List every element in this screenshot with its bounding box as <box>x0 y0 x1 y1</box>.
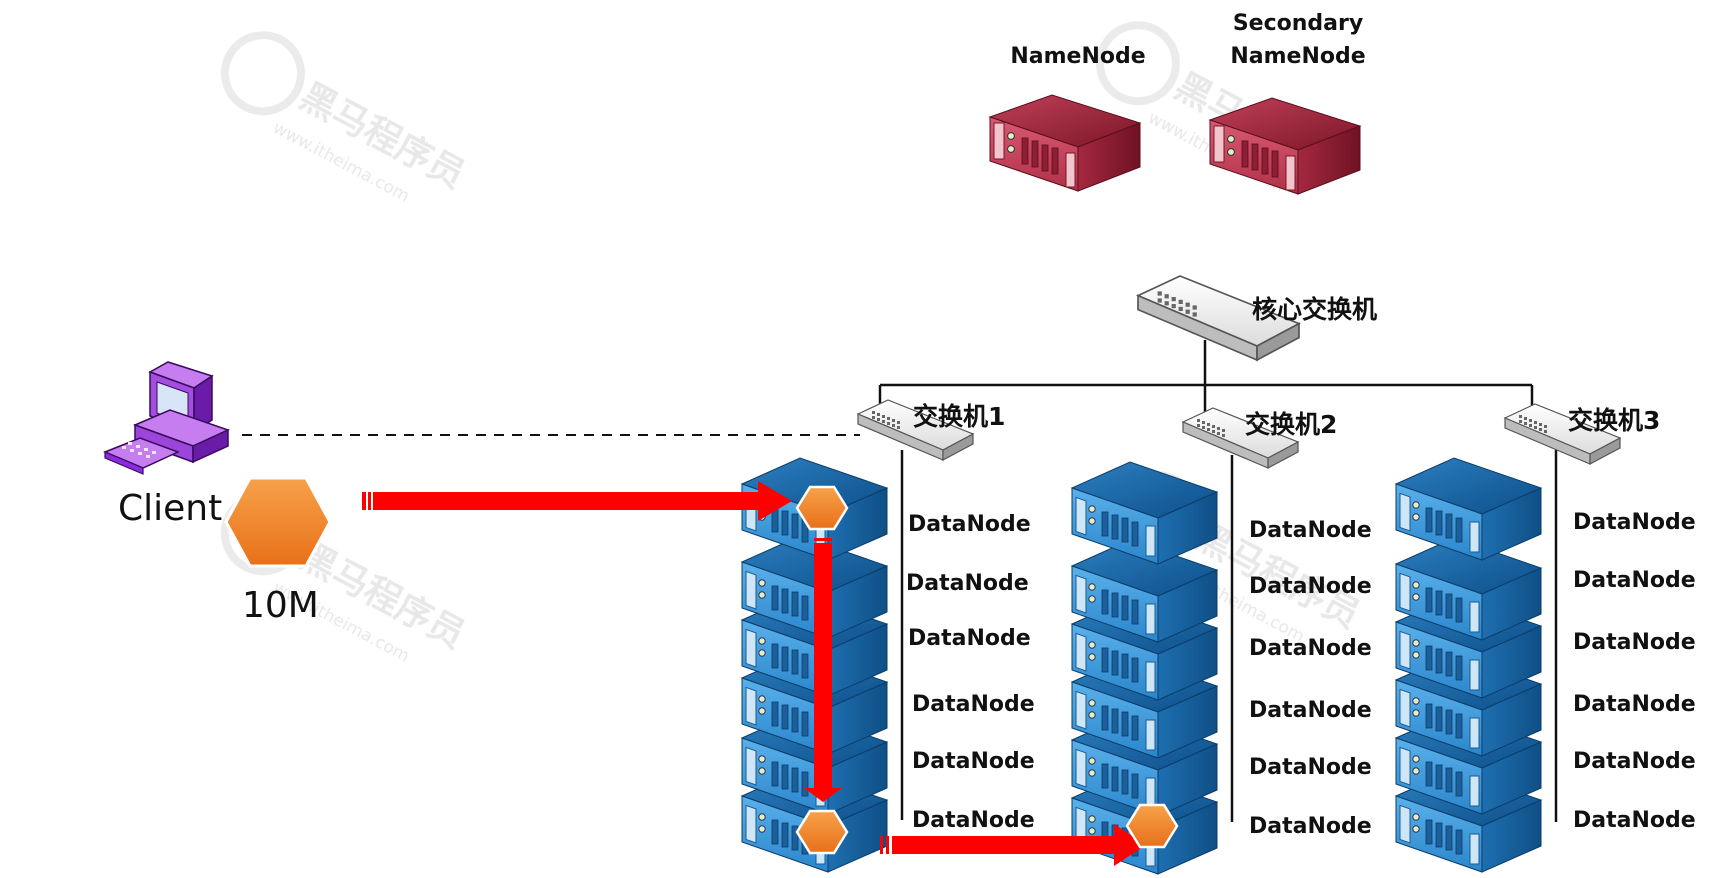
name-node: NameNode <box>989 44 1146 192</box>
datanode-label: DataNode <box>1573 749 1696 774</box>
rack-switch-label: 交换机3 <box>1568 406 1660 435</box>
datanode-label: DataNode <box>1573 568 1696 593</box>
datanode-label: DataNode <box>906 571 1029 596</box>
datanode-label: DataNode <box>908 512 1031 537</box>
datanode-label: DataNode <box>912 749 1035 774</box>
datanode-server-icon <box>1395 457 1542 561</box>
datanode-label: DataNode <box>1573 630 1696 655</box>
datanode-label: DataNode <box>1573 510 1696 535</box>
secondary-name-node-label-line2: NameNode <box>1230 44 1365 69</box>
datanode-label: DataNode <box>1249 518 1372 543</box>
rack-1: 交换机1 DataNode DataNode DataNode DataNode… <box>741 399 1035 873</box>
rack-switch-label: 交换机1 <box>913 402 1005 431</box>
rack-switch-label: 交换机2 <box>1245 410 1337 439</box>
core-switch-label: 核心交换机 <box>1252 295 1377 324</box>
client-computer-icon <box>103 361 231 475</box>
network-links <box>878 340 1558 822</box>
datanode-label: DataNode <box>1249 574 1372 599</box>
client: Client <box>103 361 231 529</box>
pipeline-arrows <box>362 481 1146 866</box>
secondary-name-node-label-line1: Secondary <box>1233 11 1363 36</box>
rack-3: 交换机3 DataNode DataNode DataNode DataNode… <box>1395 403 1696 873</box>
core-switch: 核心交换机 <box>1137 275 1377 361</box>
datanode-label: DataNode <box>1249 814 1372 839</box>
datanode-label: DataNode <box>908 626 1031 651</box>
secondary-name-node: Secondary NameNode <box>1209 11 1366 195</box>
arrow-datanode-1-to-datanode-6 <box>804 538 842 802</box>
arrow-rack1-to-rack2 <box>880 824 1146 866</box>
data-block: 10M <box>224 476 332 626</box>
client-label: Client <box>118 488 222 529</box>
datanode-label: DataNode <box>1249 755 1372 780</box>
datanode-label: DataNode <box>912 808 1035 833</box>
arrow-client-to-datanode-1 <box>362 481 792 521</box>
name-node-server-icon <box>989 94 1141 192</box>
data-block-size-label: 10M <box>242 585 319 626</box>
datanode-label: DataNode <box>912 692 1035 717</box>
secondary-name-node-server-icon <box>1209 97 1361 195</box>
name-node-label: NameNode <box>1010 44 1145 69</box>
datanode-label: DataNode <box>1249 698 1372 723</box>
rack-2: 交换机2 DataNode DataNode DataNode DataNode… <box>1071 407 1372 875</box>
datanode-label: DataNode <box>1249 636 1372 661</box>
datanode-label: DataNode <box>1573 692 1696 717</box>
data-block-hexagon-icon <box>224 476 332 568</box>
datanode-label: DataNode <box>1573 808 1696 833</box>
